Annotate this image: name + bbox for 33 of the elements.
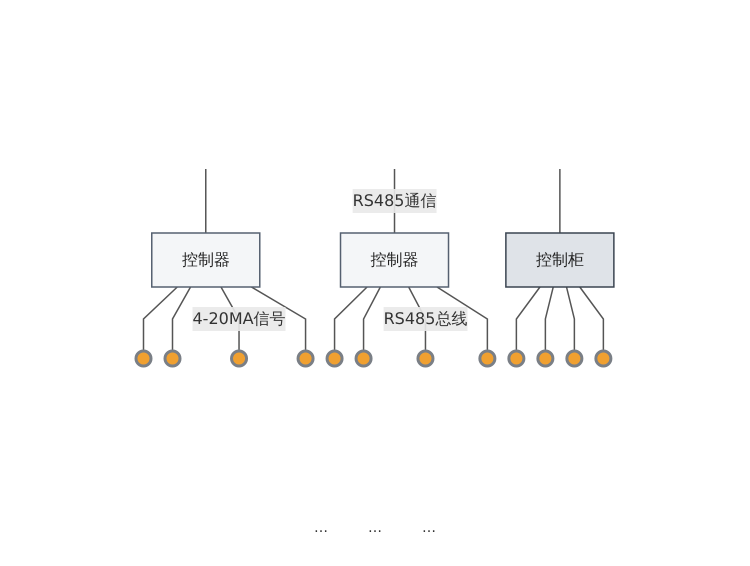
connector xyxy=(566,286,576,350)
node-circle xyxy=(326,349,344,367)
connector xyxy=(579,286,604,350)
node-box: 控制柜 xyxy=(505,232,615,288)
edge-label: RS485通信 xyxy=(352,190,436,210)
node-circle xyxy=(416,349,435,367)
connector xyxy=(142,286,178,350)
connector xyxy=(544,286,554,350)
ellipsis-text: … xyxy=(314,520,328,536)
ellipsis-text: … xyxy=(368,520,382,536)
node-circle xyxy=(230,349,248,367)
node-box: 控制器 xyxy=(340,232,450,288)
node-circle xyxy=(594,349,612,367)
node-circle xyxy=(354,349,373,367)
node-box: 控制器 xyxy=(151,232,261,288)
node-circle xyxy=(565,349,584,367)
connector xyxy=(516,286,541,350)
connector xyxy=(205,168,207,232)
node-circle xyxy=(134,349,153,367)
node-circle xyxy=(507,349,526,367)
connector xyxy=(251,286,306,350)
connector xyxy=(436,286,488,350)
node-circle xyxy=(536,349,554,367)
node-circle xyxy=(164,349,182,367)
connector xyxy=(362,286,382,350)
edge-label: RS485总线 xyxy=(384,308,468,328)
connector xyxy=(559,168,561,232)
node-circle xyxy=(296,349,315,367)
node-circle xyxy=(478,349,496,367)
connector xyxy=(334,286,368,350)
ellipsis-text: … xyxy=(422,520,436,536)
edge-label: 4-20MA信号 xyxy=(192,308,286,328)
connector xyxy=(172,286,192,350)
